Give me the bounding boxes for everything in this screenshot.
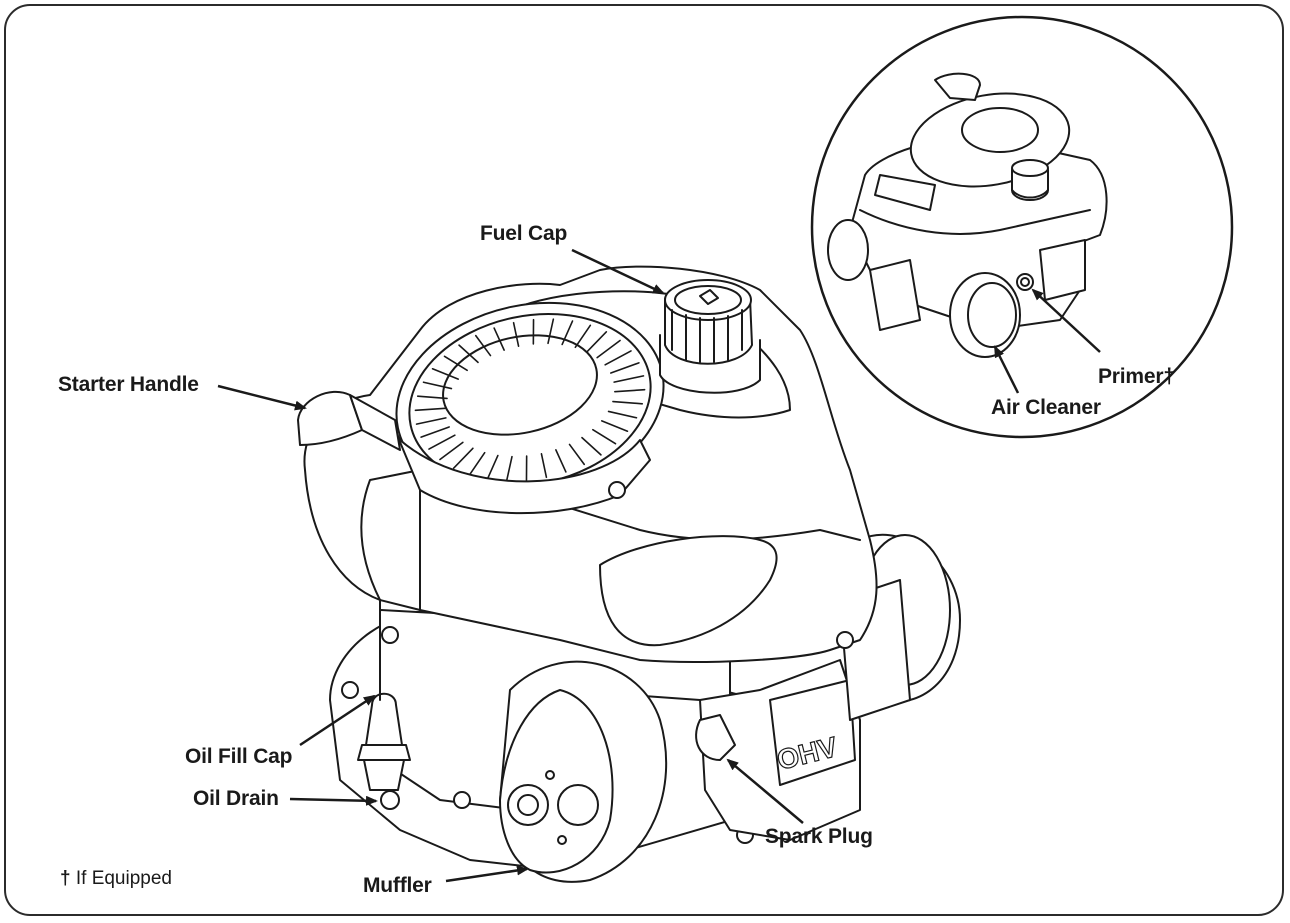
fuel-cap-part — [659, 279, 761, 394]
spark-plug-label: Spark Plug — [765, 825, 873, 848]
vent-slot — [612, 400, 644, 405]
engine-illustration: OHV — [297, 265, 961, 883]
oil-drain-label: Oil Drain — [193, 787, 279, 810]
air-cleaner-label: Air Cleaner — [991, 396, 1101, 419]
muffler-part — [499, 660, 668, 883]
starter-handle-part — [297, 390, 401, 451]
vent-slot — [596, 339, 621, 359]
air-cleaner-arrow — [993, 345, 1020, 394]
vent-slot — [493, 327, 505, 351]
vent-slot — [613, 375, 645, 383]
vent-slot — [540, 452, 548, 479]
vent-slot — [568, 443, 586, 466]
vent-slot — [555, 449, 567, 473]
primer-inset-part — [1016, 273, 1034, 291]
inset-view — [810, 15, 1234, 439]
vent-slot — [547, 318, 555, 345]
vent-slot — [574, 324, 592, 349]
starter-handle-label: Starter Handle — [58, 373, 199, 396]
vent-slot — [439, 441, 464, 461]
diagram-frame — [4, 4, 1284, 916]
vent-slot — [443, 355, 468, 372]
vent-slot — [604, 350, 632, 366]
vent-slot — [592, 428, 617, 445]
muffler-label: Muffler — [363, 874, 432, 897]
vent-slot — [600, 420, 629, 432]
air-cleaner-side-part — [839, 533, 961, 721]
vent-slot — [607, 410, 638, 419]
oil-fill-cap-arrow — [299, 694, 376, 747]
primer-arrow — [1031, 288, 1101, 353]
oil-fill-cap-label: Oil Fill Cap — [185, 745, 293, 768]
recoil-starter-part — [394, 301, 665, 515]
vent-slot — [474, 334, 492, 357]
vent-slot — [468, 451, 486, 476]
vent-slot — [505, 455, 513, 482]
footnote: † If Equipped — [60, 868, 172, 890]
cylinder-head-part: OHV — [699, 659, 861, 841]
vent-slot — [452, 447, 474, 469]
vent-slot — [415, 417, 447, 425]
vent-slot — [486, 454, 499, 480]
vent-slot — [431, 368, 460, 380]
footnote-symbol: † — [60, 868, 71, 889]
vent-slot — [422, 381, 453, 390]
oil-fill-cap-part — [357, 692, 411, 791]
vent-slot — [420, 426, 450, 438]
oil-drain-arrow — [289, 795, 378, 806]
vent-slot — [561, 320, 574, 346]
spark-plug-arrow — [726, 758, 804, 824]
vent-slot — [610, 362, 640, 374]
footnote-text: If Equipped — [75, 868, 172, 889]
fuel-cap-arrow — [571, 248, 665, 295]
leader-lines — [217, 248, 1101, 883]
vent-slot — [428, 434, 456, 450]
primer-label: Primer† — [1098, 365, 1175, 388]
muffler-arrow — [445, 865, 529, 883]
vent-slot — [458, 344, 479, 364]
oil-drain-part — [380, 790, 400, 810]
starter-handle-arrow — [217, 384, 307, 411]
vent-slot — [416, 395, 448, 400]
fuel-cap-label: Fuel Cap — [480, 222, 568, 245]
vent-slot — [586, 331, 608, 353]
spark-plug-part — [695, 714, 736, 761]
vent-slot — [581, 436, 602, 456]
vent-slot — [512, 321, 520, 348]
vent-slot — [414, 407, 446, 412]
vent-slot — [614, 388, 646, 393]
